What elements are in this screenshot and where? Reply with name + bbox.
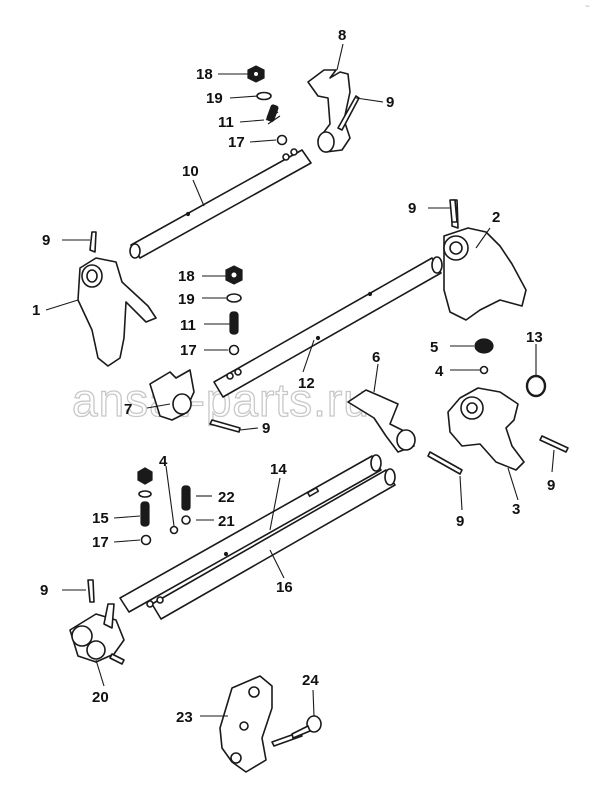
callout-6: 6	[372, 349, 380, 366]
callout-24: 24	[302, 672, 319, 689]
callout-1: 1	[32, 302, 40, 319]
bracket-23	[219, 675, 303, 773]
callout-9-right: 9	[547, 477, 555, 494]
callout-3: 3	[512, 501, 520, 518]
ball-17-top	[276, 134, 288, 146]
plug-5	[474, 338, 494, 354]
leader-lines	[45, 43, 555, 717]
shift-rail-10	[129, 148, 312, 259]
ball-21	[181, 515, 191, 525]
callout-20: 20	[92, 689, 109, 706]
callout-18-top: 18	[196, 66, 213, 83]
callout-4-right: 4	[435, 363, 444, 380]
shift-fork-8	[307, 69, 360, 153]
callout-9-fork2: 9	[408, 200, 416, 217]
callout-13: 13	[526, 329, 543, 346]
callout-7: 7	[124, 401, 132, 418]
pin-9-lower-left	[87, 579, 95, 603]
callout-21: 21	[218, 513, 235, 530]
callout-14: 14	[270, 461, 287, 478]
ball-17-mid	[228, 344, 240, 356]
shift-rail-12	[213, 256, 443, 398]
callout-5: 5	[430, 339, 438, 356]
callout-9-top: 9	[386, 94, 394, 111]
callout-11-top: 11	[218, 114, 234, 131]
ball-4-right	[479, 365, 489, 375]
spring-15	[140, 501, 150, 527]
callout-2: 2	[492, 209, 500, 226]
callout-17-low: 17	[92, 534, 109, 551]
callout-15: 15	[92, 510, 109, 527]
washer-19-top	[256, 91, 272, 101]
callout-17-top: 17	[228, 134, 245, 151]
callout-19-mid: 19	[178, 291, 195, 308]
corner-mark: ~	[585, 2, 590, 11]
shift-fork-6	[347, 389, 463, 475]
washer-lower	[138, 490, 152, 498]
nut-18-top	[247, 65, 265, 83]
callout-10: 10	[182, 163, 199, 180]
callout-18-mid: 18	[178, 268, 195, 285]
callout-12: 12	[298, 375, 315, 392]
spring-11-top	[265, 104, 281, 125]
callout-17-mid: 17	[180, 342, 197, 359]
shift-rail-14	[119, 454, 382, 613]
nut-lower	[137, 467, 153, 485]
ball-17-low	[140, 534, 152, 546]
callout-9-left: 9	[42, 232, 50, 249]
nut-18-mid	[225, 265, 243, 285]
callout-22: 22	[218, 489, 235, 506]
spring-22	[181, 485, 191, 511]
shift-lug-7	[149, 369, 241, 433]
callout-9-fork7: 9	[262, 420, 270, 437]
callout-23: 23	[176, 709, 193, 726]
callout-11-mid: 11	[180, 317, 196, 334]
callout-9-lower-left: 9	[40, 582, 48, 599]
shift-block-20	[69, 603, 125, 665]
callout-9-fork6: 9	[456, 513, 464, 530]
spring-11-mid	[229, 311, 239, 335]
callout-4-left: 4	[159, 453, 168, 470]
callout-labels: 1 2 3 4 4 5 6 7 8 9 9 9 9 9 9 9 9 10 11 …	[32, 27, 555, 726]
callout-16: 16	[276, 579, 293, 596]
washer-19-mid	[226, 293, 242, 303]
o-ring-13	[525, 374, 547, 398]
shift-fork-1	[77, 231, 157, 367]
shift-rail-16	[146, 468, 396, 620]
callout-19-top: 19	[206, 90, 223, 107]
ball-4-left	[169, 525, 179, 535]
callout-8: 8	[338, 27, 346, 44]
shift-fork-3	[447, 387, 569, 471]
pin-9-fork2	[449, 199, 458, 223]
bolt-24	[291, 715, 322, 739]
